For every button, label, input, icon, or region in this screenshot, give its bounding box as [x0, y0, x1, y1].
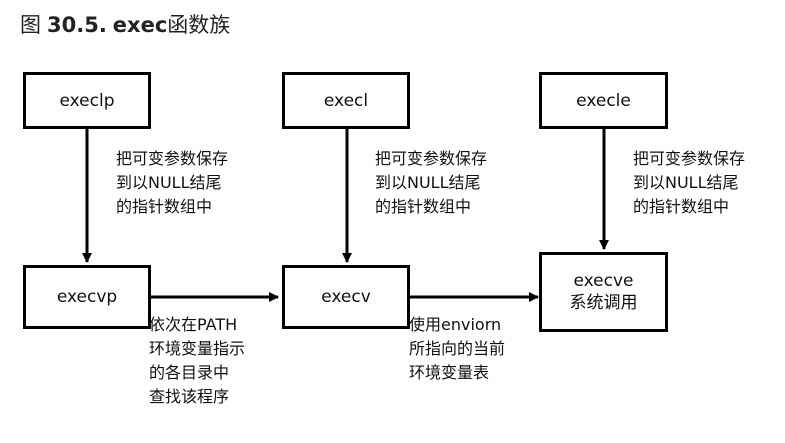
- box-execl-label: execl: [323, 90, 369, 111]
- box-execle: execle: [539, 72, 668, 129]
- note-varargs-execl: 把可变参数保存 到以NULL结尾 的指针数组中: [375, 147, 487, 219]
- box-execve-label: execve: [573, 271, 634, 291]
- box-execl: execl: [282, 72, 410, 129]
- note-line: 把可变参数保存: [633, 149, 746, 168]
- note-line: 到以NULL结尾: [116, 173, 222, 192]
- note-line: 环境变量指示: [149, 339, 246, 358]
- note-line: 的指针数组中: [375, 197, 472, 216]
- note-line: 把可变参数保存: [375, 149, 488, 168]
- figure-number: 30.5.: [47, 13, 107, 37]
- note-line: 依次在PATH: [149, 315, 238, 334]
- figure-function-name: exec: [112, 13, 168, 37]
- box-execlp-label: execlp: [59, 90, 115, 111]
- note-line: 使用enviorn: [409, 315, 502, 334]
- note-line: 所指向的当前: [409, 339, 506, 358]
- note-varargs-execlp: 把可变参数保存 到以NULL结尾 的指针数组中: [116, 147, 228, 219]
- box-execve-sublabel: 系统调用: [569, 293, 638, 313]
- note-path-search: 依次在PATH 环境变量指示 的各目录中 查找该程序: [149, 313, 245, 409]
- box-execv-label: execv: [321, 287, 371, 307]
- box-execve: execve 系统调用: [539, 252, 668, 332]
- figure-title-prefix: 图: [20, 13, 41, 37]
- box-execvp-label: execvp: [56, 287, 118, 307]
- note-line: 到以NULL结尾: [633, 173, 739, 192]
- note-line: 的指针数组中: [116, 197, 213, 216]
- note-environ: 使用enviorn 所指向的当前 环境变量表: [409, 313, 505, 385]
- box-execlp: execlp: [23, 72, 151, 129]
- box-execvp: execvp: [23, 265, 151, 329]
- note-varargs-execle: 把可变参数保存 到以NULL结尾 的指针数组中: [633, 147, 745, 219]
- note-line: 的各目录中: [149, 363, 230, 382]
- note-line: 把可变参数保存: [116, 149, 229, 168]
- figure-title-suffix: 函数族: [167, 13, 231, 37]
- note-line: 的指针数组中: [633, 197, 730, 216]
- note-line: 环境变量表: [409, 363, 490, 382]
- box-execle-label: execle: [576, 90, 631, 111]
- box-execv: execv: [282, 265, 410, 329]
- note-line: 到以NULL结尾: [375, 173, 481, 192]
- note-line: 查找该程序: [149, 387, 230, 406]
